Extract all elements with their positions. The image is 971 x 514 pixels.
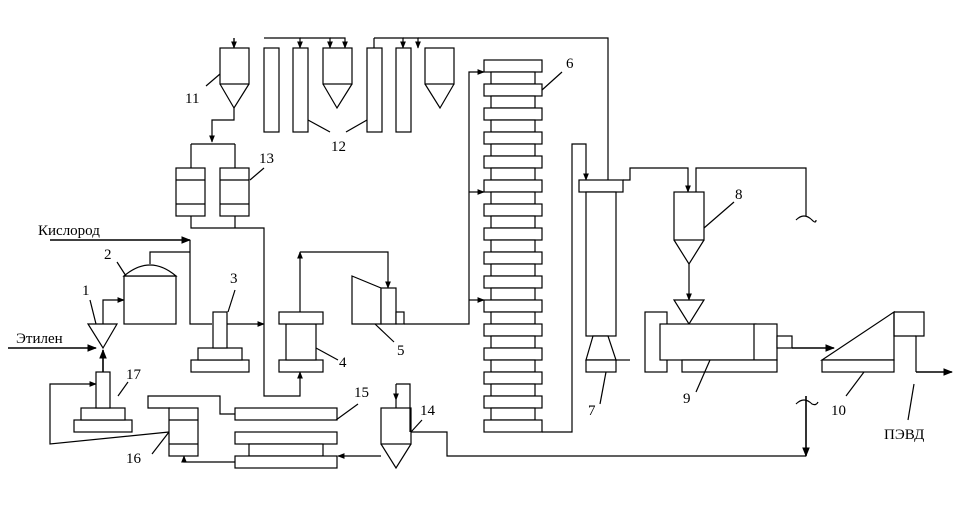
reactor-tube [490,71,536,85]
compressor-4 [278,251,391,373]
extruder-9 [644,299,835,373]
label-4: 4 [339,355,347,371]
cyclone-14 [337,383,412,470]
tank-2 [122,251,190,325]
reactor-flange [483,131,543,145]
compressor-3 [190,311,265,373]
label-15: 15 [354,385,369,401]
reactor-flange [483,323,543,337]
mixer-1 [86,297,125,350]
label-7: 7 [588,403,596,419]
label-9: 9 [683,391,691,407]
reactor-flange [483,155,543,169]
reactor-flange [483,347,543,361]
filters-13 [175,143,303,397]
product-label: ПЭВД [884,427,924,443]
reactor-flange [483,251,543,265]
reactor-flange [483,299,543,313]
reactor-tube [490,311,536,325]
reactor-flange [483,83,543,97]
label-12: 12 [331,139,346,155]
columns-12 [233,37,609,180]
label-10: 10 [831,403,846,419]
label-3: 3 [230,271,238,287]
oxygen-feed [50,236,212,325]
reactor-tube [490,335,536,349]
reactor-tube [490,263,536,277]
hopper-8 [673,167,817,301]
reactor-tube [490,167,536,181]
label-13: 13 [259,151,274,167]
ethylene-label: Этилен [16,331,63,347]
reactor-tube [490,407,536,421]
reactor-flange [483,59,543,73]
reactor-flange [483,179,543,193]
label-14: 14 [420,403,436,419]
granulator-10 [820,310,953,376]
label-16: 16 [126,451,142,467]
label-1: 1 [82,283,90,299]
oxygen-label: Кислород [38,223,100,239]
compressor-17 [73,349,133,433]
reactor-flange [483,275,543,289]
reactor-tube [490,143,536,157]
reactor-tube [490,215,536,229]
reactor-flange [483,107,543,121]
leader-lines [89,71,915,455]
hopper-11 [209,38,250,143]
label-6: 6 [566,56,574,72]
separator-7 [578,167,691,373]
reactor-tube [490,95,536,109]
reactor-tube [490,287,536,301]
reactor-flange [483,419,543,433]
reactor-flange [483,203,543,217]
reactor-tube [490,383,536,397]
label-8: 8 [735,187,743,203]
reactor-tube [490,119,536,133]
reactor-tube [490,191,536,205]
return-line [393,384,819,457]
reactor-flange [483,371,543,385]
reactor-6 [483,59,543,433]
reactor-flange [483,227,543,241]
dosing-5 [351,69,485,325]
cooler-15 [147,395,338,469]
label-2: 2 [104,247,112,263]
label-5: 5 [397,343,405,359]
reactor-tube [490,359,536,373]
reactor-flange [483,395,543,409]
reactor-tube [490,239,536,253]
filter-16 [49,381,235,463]
label-11: 11 [185,91,199,107]
label-17: 17 [126,367,142,383]
